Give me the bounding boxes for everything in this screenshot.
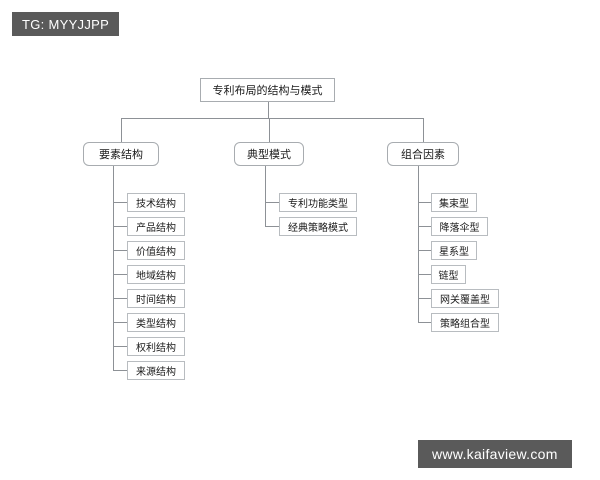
- node-leaf-branch-factors-4[interactable]: 网关覆盖型: [431, 289, 499, 308]
- node-branch-branch-patterns[interactable]: 典型模式: [234, 142, 304, 166]
- connector-leaf-2-1: [418, 226, 431, 227]
- connector-leaf-1-1: [265, 226, 279, 227]
- connector-leaf-0-0: [113, 202, 127, 203]
- connector-spine-2: [418, 166, 419, 322]
- connector-leaf-2-5: [418, 322, 431, 323]
- node-leaf-branch-elements-1[interactable]: 产品结构: [127, 217, 185, 236]
- watermark-bottom-right: www.kaifaview.com: [418, 440, 572, 468]
- node-leaf-branch-elements-6[interactable]: 权利结构: [127, 337, 185, 356]
- connector-leaf-2-4: [418, 298, 431, 299]
- node-leaf-branch-elements-7[interactable]: 来源结构: [127, 361, 185, 380]
- connector-leaf-0-7: [113, 370, 127, 371]
- connector-root-stem: [268, 102, 269, 118]
- node-leaf-branch-factors-3[interactable]: 链型: [431, 265, 466, 284]
- connector-leaf-2-0: [418, 202, 431, 203]
- connector-leaf-1-0: [265, 202, 279, 203]
- connector-spine-0: [113, 166, 114, 370]
- node-branch-branch-factors[interactable]: 组合因素: [387, 142, 459, 166]
- node-leaf-branch-factors-1[interactable]: 降落伞型: [431, 217, 488, 236]
- node-root: 专利布局的结构与模式: [200, 78, 335, 102]
- connector-leaf-0-1: [113, 226, 127, 227]
- node-leaf-branch-patterns-1[interactable]: 经典策略模式: [279, 217, 357, 236]
- node-leaf-branch-elements-3[interactable]: 地域结构: [127, 265, 185, 284]
- connector-branch-drop-2: [423, 118, 424, 142]
- connector-leaf-0-6: [113, 346, 127, 347]
- connector-leaf-2-2: [418, 250, 431, 251]
- connector-spine-1: [265, 166, 266, 226]
- node-leaf-branch-elements-5[interactable]: 类型结构: [127, 313, 185, 332]
- connector-leaf-0-3: [113, 274, 127, 275]
- node-leaf-branch-elements-0[interactable]: 技术结构: [127, 193, 185, 212]
- node-leaf-branch-factors-5[interactable]: 策略组合型: [431, 313, 499, 332]
- node-leaf-branch-factors-2[interactable]: 星系型: [431, 241, 477, 260]
- connector-leaf-0-5: [113, 322, 127, 323]
- node-branch-branch-elements[interactable]: 要素结构: [83, 142, 159, 166]
- connector-leaf-0-4: [113, 298, 127, 299]
- node-leaf-branch-elements-4[interactable]: 时间结构: [127, 289, 185, 308]
- node-leaf-branch-factors-0[interactable]: 集束型: [431, 193, 477, 212]
- node-leaf-branch-elements-2[interactable]: 价值结构: [127, 241, 185, 260]
- connector-leaf-2-3: [418, 274, 431, 275]
- watermark-top-left: TG: MYYJJPP: [12, 12, 120, 36]
- connector-branch-drop-1: [269, 118, 270, 142]
- connector-leaf-0-2: [113, 250, 127, 251]
- connector-branch-drop-0: [121, 118, 122, 142]
- connector-branch-bus: [121, 118, 423, 119]
- node-leaf-branch-patterns-0[interactable]: 专利功能类型: [279, 193, 357, 212]
